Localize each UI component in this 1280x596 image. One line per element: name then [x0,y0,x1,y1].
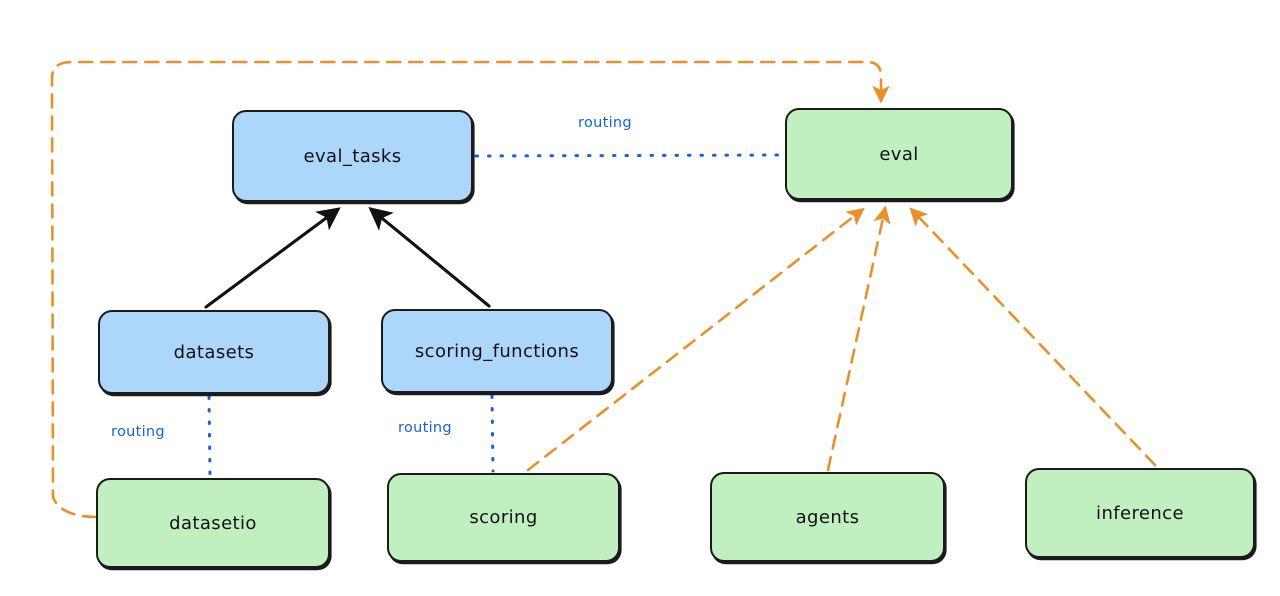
edge-label-routing-eval-tasks: routing [578,115,632,131]
edge-datasets-to-eval-tasks [204,207,341,309]
node-eval-tasks-label: eval_tasks [303,145,402,167]
edge-label-routing-scoring-functions: routing [398,420,452,436]
edge-label-routing-datasets: routing [111,424,165,440]
node-inference-label: inference [1096,502,1184,524]
node-datasetio[interactable]: datasetio [96,478,330,568]
node-scoring-functions[interactable]: scoring_functions [381,309,613,393]
node-datasetio-label: datasetio [169,512,257,534]
node-agents[interactable]: agents [710,472,945,562]
node-datasets[interactable]: datasets [98,310,330,394]
node-eval-tasks[interactable]: eval_tasks [232,110,473,202]
edge-agents-to-eval [826,205,891,472]
node-scoring-label: scoring [469,507,538,528]
node-inference[interactable]: inference [1025,468,1255,558]
edge-inference-to-eval [909,207,1157,467]
node-scoring-functions-label: scoring_functions [414,340,580,362]
node-eval-label: eval [879,143,919,165]
node-eval[interactable]: eval [785,108,1013,200]
edge-datasets-to-datasetio [207,395,212,478]
edge-eval-tasks-to-eval [474,153,784,158]
edge-scoring-functions-to-eval-tasks [368,207,491,308]
node-datasets-label: datasets [173,341,255,363]
node-scoring[interactable]: scoring [387,473,620,562]
node-agents-label: agents [795,506,860,528]
edge-scoring-functions-to-scoring [490,394,495,473]
